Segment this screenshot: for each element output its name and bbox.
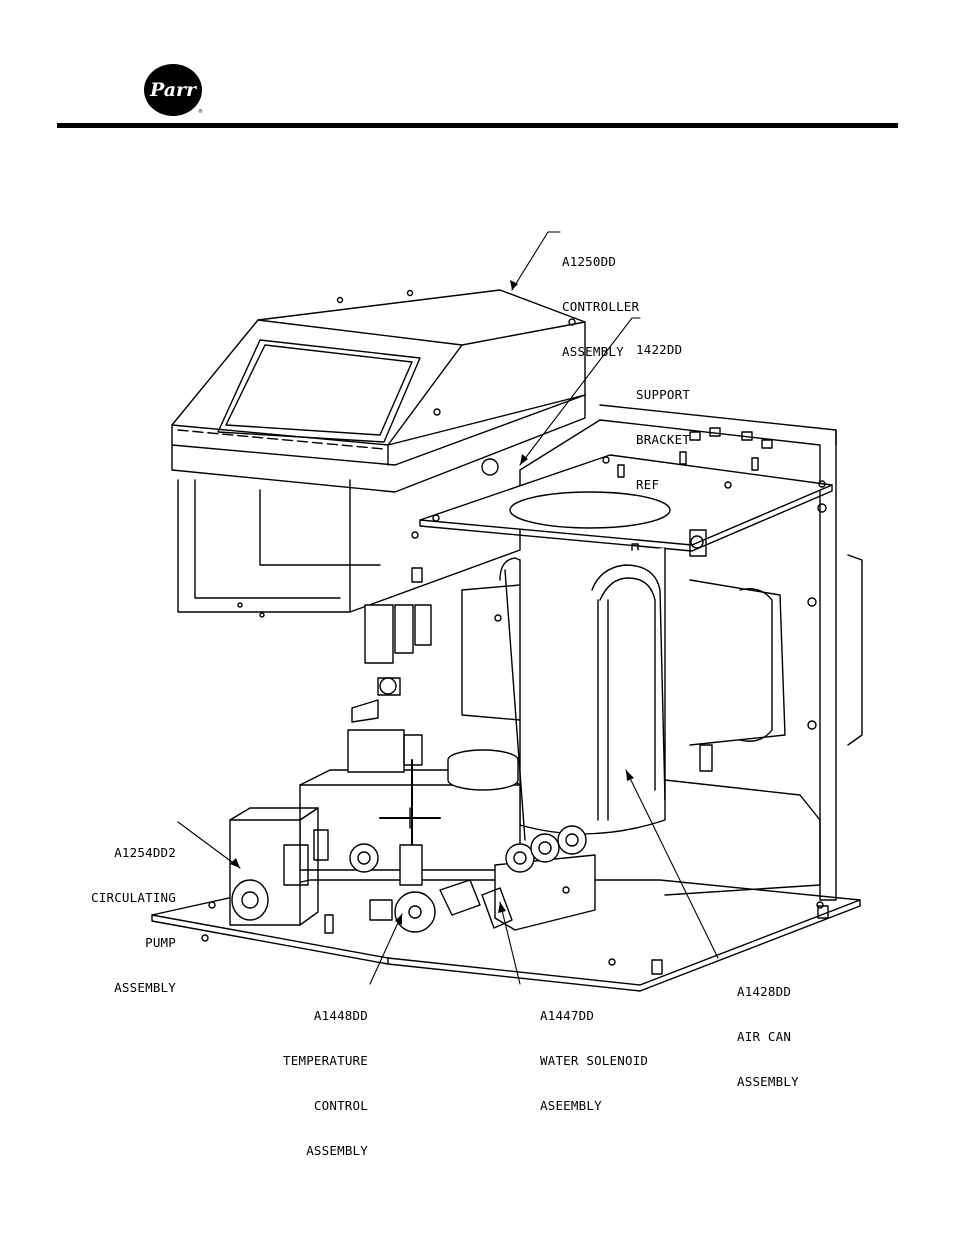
part-number: A1448DD [313, 1008, 368, 1023]
svg-text:®: ® [198, 108, 203, 115]
callout-water-solenoid: A1447DD WATER SOLENOID ASEEMBLY [540, 978, 648, 1128]
part-number: A1250DD [562, 254, 617, 269]
callout-temperature-control: A1448DD TEMPERATURE CONTROL ASSEMBLY [262, 978, 368, 1173]
part-label: ASSEMBLY [306, 1143, 368, 1158]
part-label: CONTROL [313, 1098, 368, 1113]
part-label: CONTROLLER [562, 299, 640, 314]
leader-arrows [230, 280, 634, 925]
part-label: SUPPORT [636, 387, 691, 402]
part-label: AIR CAN [737, 1029, 792, 1044]
svg-text:Parr: Parr [149, 79, 198, 101]
part-label: ASEEMBLY [540, 1098, 602, 1113]
air-can [461, 529, 786, 841]
parr-logo: Parr ® [144, 64, 203, 116]
part-number: A1447DD [540, 1008, 595, 1023]
part-label: ASSEMBLY [562, 344, 624, 359]
part-label: CIRCULATING [91, 890, 176, 905]
fittings [347, 604, 481, 933]
part-label: TEMPERATURE [283, 1053, 368, 1068]
water-solenoid [481, 825, 596, 931]
callout-support-bracket: 1422DD SUPPORT BRACKET REF [636, 312, 690, 507]
header-rule [57, 123, 898, 128]
callout-air-can: A1428DD AIR CAN ASSEMBLY [737, 954, 799, 1104]
part-label: BRACKET [636, 432, 691, 447]
part-number: A1428DD [737, 984, 792, 999]
top-plate [419, 427, 833, 555]
part-label: ASSEMBLY [737, 1074, 799, 1089]
back-panel [599, 404, 863, 901]
part-label: REF [636, 477, 660, 492]
base-plate [151, 879, 861, 992]
controller-housing [171, 289, 586, 493]
circulating-pump [229, 807, 334, 934]
leader-lines [177, 231, 719, 985]
part-number: 1422DD [636, 342, 683, 357]
callout-circulating-pump: A1254DD2 CIRCULATING PUMP ASSEMBLY [76, 815, 176, 1010]
callout-controller-assembly: A1250DD CONTROLLER ASSEMBLY [562, 224, 639, 374]
part-number: A1254DD2 [114, 845, 176, 860]
part-label: ASSEMBLY [114, 980, 176, 995]
part-label: WATER SOLENOID [540, 1053, 649, 1068]
part-label: PUMP [145, 935, 176, 950]
